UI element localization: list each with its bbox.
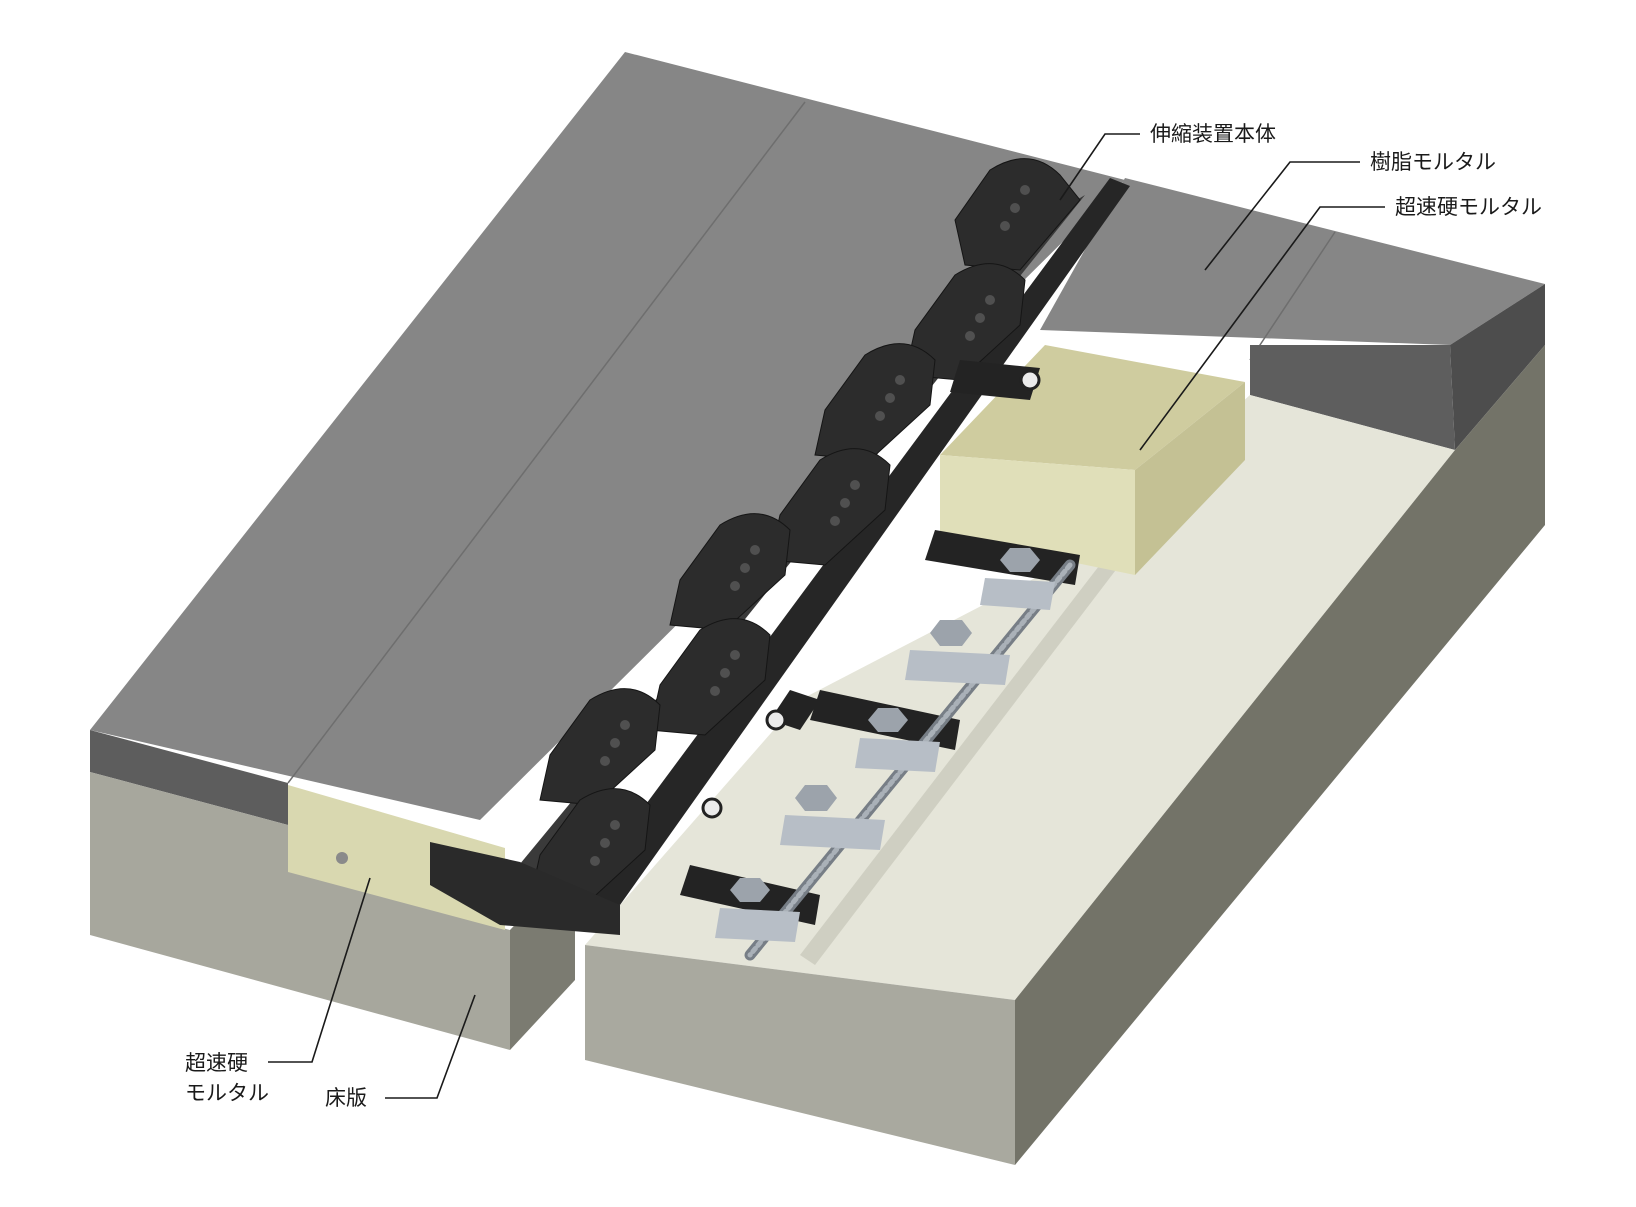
anchor-clamp [715, 878, 800, 942]
anchor-assembly [715, 548, 1076, 961]
device-bolt [730, 581, 740, 591]
right-slab-top [585, 395, 1455, 1000]
device-bolts [590, 185, 1030, 866]
bracket-hole [765, 709, 787, 731]
device-bolt [710, 686, 720, 696]
left-slab-front [90, 772, 510, 1050]
bracket-hole [1019, 369, 1041, 391]
left-mortar-hole [336, 852, 348, 864]
label-rapid-mortar-right: 超速硬モルタル [1395, 195, 1542, 219]
device-bolt [610, 820, 620, 830]
anchor-clamp-plate [780, 815, 885, 850]
device-bolt [610, 738, 620, 748]
device-bolt [620, 720, 630, 730]
left-pavement-seam [287, 101, 806, 784]
label-expansion-device-body: 伸縮装置本体 [1150, 122, 1276, 146]
leader-rapid-mortar-right [1139, 206, 1385, 451]
anchor-clamp [780, 785, 885, 850]
device-bolt [730, 650, 740, 660]
label-resin-mortar: 樹脂モルタル [1370, 150, 1496, 174]
anchor-clamp [855, 708, 940, 772]
device-bolt [750, 545, 760, 555]
expansion-device [430, 158, 1130, 935]
left-pavement-top [90, 52, 1125, 820]
device-bracket [950, 360, 1040, 400]
right-slab-side [1015, 345, 1545, 1165]
anchor-clamps [715, 548, 1055, 942]
anchor-clamp-plate [715, 908, 800, 942]
device-plate [904, 263, 1026, 381]
device-bolt [740, 563, 750, 573]
anchor-clamp-plate [905, 650, 1010, 685]
device-plate [649, 618, 771, 736]
bracket-hole [701, 797, 723, 819]
anchor-clamp-plate [980, 578, 1055, 610]
anchor-clamp-bolt [795, 785, 837, 811]
device-bolt [885, 393, 895, 403]
device-bolt [895, 375, 905, 385]
device-bolt [1020, 185, 1030, 195]
right-pavement-front [1250, 345, 1455, 450]
device-bolt [965, 331, 975, 341]
leader-expansion-device-body [1059, 133, 1140, 201]
device-bolt [600, 756, 610, 766]
device-plates [529, 158, 1081, 906]
label-rapid-mortar-left-line2: モルタル [185, 1081, 269, 1105]
device-bolt [875, 411, 885, 421]
right-block [585, 178, 1545, 1165]
right-slab-front [585, 945, 1015, 1165]
anchor-clamp-bolt [1000, 548, 1040, 572]
device-plate [769, 448, 891, 566]
leader-floor-slab [385, 994, 476, 1099]
device-bolt [985, 295, 995, 305]
device-bolt [1010, 203, 1020, 213]
device-end-cap [430, 842, 620, 935]
device-bolt [720, 668, 730, 678]
device-bolt [830, 516, 840, 526]
device-bolt [1000, 221, 1010, 231]
anchor-clamp-bolt [868, 708, 908, 732]
anchor-clamp [980, 548, 1055, 610]
anchor-clamp-bolt [730, 878, 770, 902]
leader-rapid-mortar-left [268, 877, 371, 1063]
device-bolt [840, 498, 850, 508]
left-block [90, 52, 1125, 1050]
label-floor-slab: 床版 [325, 1086, 367, 1110]
anchor-clamp-bolt [930, 620, 972, 646]
leader-resin-mortar [1204, 161, 1360, 271]
device-bolt [590, 856, 600, 866]
left-pavement-front [90, 730, 288, 825]
device-bolt [850, 480, 860, 490]
callouts: 伸縮装置本体 樹脂モルタル 超速硬モルタル 超速硬 モルタル 床版 [185, 122, 1542, 1110]
anchor-clamp [905, 620, 1010, 685]
right-pavement-right-side [1450, 284, 1545, 450]
anchor-clamp-plate [855, 738, 940, 772]
right-mortar-side [1135, 382, 1245, 575]
right-pavement-top [1040, 178, 1545, 345]
right-pavement-seam [1249, 231, 1336, 361]
device-bolt [600, 838, 610, 848]
label-rapid-mortar-left-line1: 超速硬 [185, 1051, 248, 1075]
device-bolt [975, 313, 985, 323]
